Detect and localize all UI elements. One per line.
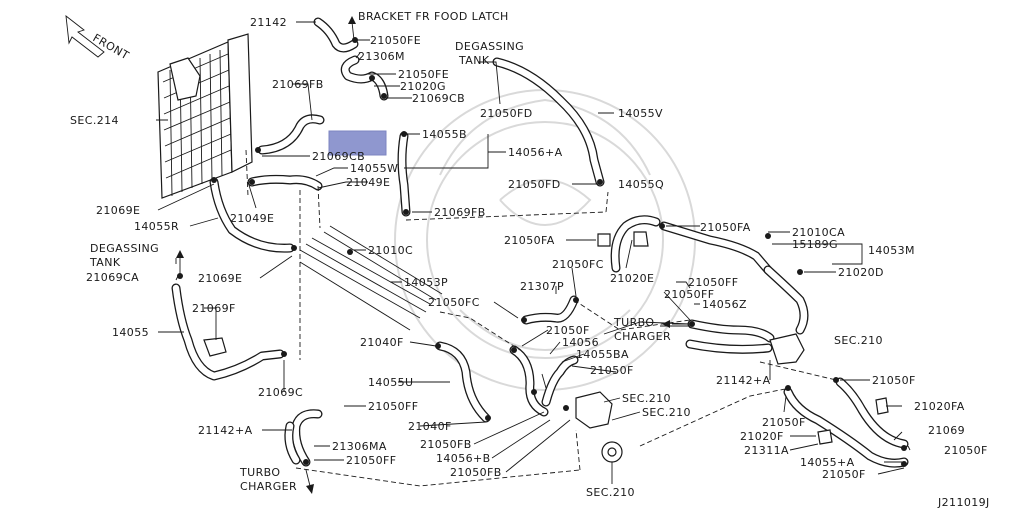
radiator <box>157 33 253 199</box>
label-21050f-c: 21050F <box>872 374 916 387</box>
label-15189g: 15189G <box>792 238 838 251</box>
label-21050f-b: 21050F <box>590 364 634 377</box>
label-14055: 14055 <box>112 326 149 339</box>
label-21050fd-b: 21050FD <box>508 178 561 191</box>
label-14053m: 14053M <box>868 244 915 257</box>
label-21050fb-a: 21050FB <box>420 438 472 451</box>
label-21020e: 21020E <box>610 272 654 285</box>
metal-pipes <box>299 225 691 335</box>
label-21020g: 21020G <box>400 80 446 93</box>
label-21040f-b: 21040F <box>408 420 452 433</box>
label-21069cb-b: 21069CB <box>312 150 365 163</box>
label-21069e-b: 21069E <box>198 272 242 285</box>
label-21050f-d: 21050F <box>762 416 806 429</box>
hose-network <box>171 17 909 468</box>
label-21049e-b: 21049E <box>230 212 274 225</box>
label-charger-mid: CHARGER <box>614 330 671 343</box>
label-14055u: 14055U <box>368 376 413 389</box>
label-21020f: 21020F <box>740 430 784 443</box>
hose-clamps <box>177 37 907 467</box>
label-21069e-a: 21069E <box>96 204 140 217</box>
direction-arrows <box>176 16 692 494</box>
label-21311a: 21311A <box>744 444 789 457</box>
label-21050fe-b: 21050FE <box>398 68 449 81</box>
components <box>203 231 889 463</box>
label-21069f: 21069F <box>192 302 236 315</box>
label-bracket-fr-food-latch: BRACKET FR FOOD LATCH <box>358 10 509 23</box>
label-21069ca: 21069CA <box>86 271 139 284</box>
label-21050fa-a: 21050FA <box>700 221 751 234</box>
label-14055w: 14055W <box>350 162 398 175</box>
label-21050fa-b: 21050FA <box>504 234 555 247</box>
reference-dashes <box>245 149 837 487</box>
label-14055a: 14055+A <box>800 456 855 469</box>
label-turbo-bot: TURBO <box>239 466 280 479</box>
label-21050fc-a: 21050FC <box>552 258 604 271</box>
label-21069fb-a: 21069FB <box>272 78 324 91</box>
label-14055ba: 14055BA <box>576 348 629 361</box>
label-21040f-a: 21040F <box>360 336 404 349</box>
label-21050ff-d: 21050FF <box>346 454 396 467</box>
label-21050fb-b: 21050FB <box>450 466 502 479</box>
label-14056a: 14056+A <box>508 146 563 159</box>
label-sec-210-b: SEC.210 <box>622 392 671 405</box>
label-sec-210-d: SEC.210 <box>586 486 635 499</box>
label-21010c: 21010C <box>368 244 413 257</box>
label-21069fb-b: 21069FB <box>434 206 486 219</box>
label-21050f-a: 21050F <box>546 324 590 337</box>
label-21069c: 21069C <box>258 386 303 399</box>
label-21020d: 21020D <box>838 266 884 279</box>
label-14055v: 14055V <box>618 107 663 120</box>
label-14056z: 14056Z <box>702 298 747 311</box>
label-degassing-tank-left: DEGASSING <box>90 242 159 255</box>
label-degassing-tank-left-2: TANK <box>89 256 121 269</box>
label-21050f-e: 21050F <box>944 444 988 457</box>
label-21010ca: 21010CA <box>792 226 845 239</box>
label-21050fc-b: 21050FC <box>428 296 480 309</box>
front-arrow-icon <box>65 14 105 58</box>
label-21306ma: 21306MA <box>332 440 387 453</box>
label-21050fd-a: 21050FD <box>480 107 533 120</box>
label-21050fe: 21050FE <box>370 34 421 47</box>
label-sec-210-c: SEC.210 <box>642 406 691 419</box>
label-14055b: 14055B <box>422 128 467 141</box>
label-21050ff-a: 21050FF <box>688 276 738 289</box>
label-degassing-tank-top: DEGASSING <box>455 40 524 53</box>
label-21050f-f: 21050F <box>822 468 866 481</box>
part-labels: 21142 BRACKET FR FOOD LATCH 21050FE 2130… <box>70 10 990 509</box>
label-turbo-mid: TURBO <box>613 316 654 329</box>
label-14056b: 14056+B <box>436 452 491 465</box>
label-sec-210-a: SEC.210 <box>834 334 883 347</box>
label-14055q: 14055Q <box>618 178 664 191</box>
label-14053p: 14053P <box>404 276 448 289</box>
label-21307p: 21307P <box>520 280 564 293</box>
diagram-code: J211019J <box>937 496 990 509</box>
label-charger-bot: CHARGER <box>240 480 297 493</box>
label-21050ff-c: 21050FF <box>368 400 418 413</box>
label-21306m: 21306M <box>358 50 405 63</box>
label-21020fa: 21020FA <box>914 400 965 413</box>
label-21069cb-a: 21069CB <box>412 92 465 105</box>
label-21142a-b: 21142+A <box>198 424 253 437</box>
leader-lines <box>156 21 911 484</box>
label-21069: 21069 <box>928 424 965 437</box>
label-14056: 14056 <box>562 336 599 349</box>
label-degassing-tank-top-2: TANK <box>458 54 490 67</box>
label-21050ff-b: 21050FF <box>664 288 714 301</box>
label-21142a-a: 21142+A <box>716 374 771 387</box>
label-21142-top: 21142 <box>250 16 287 29</box>
label-sec-214: SEC.214 <box>70 114 119 127</box>
highlighted-part-marker <box>328 130 387 156</box>
label-21049e-a: 21049E <box>346 176 390 189</box>
label-14055r: 14055R <box>134 220 179 233</box>
